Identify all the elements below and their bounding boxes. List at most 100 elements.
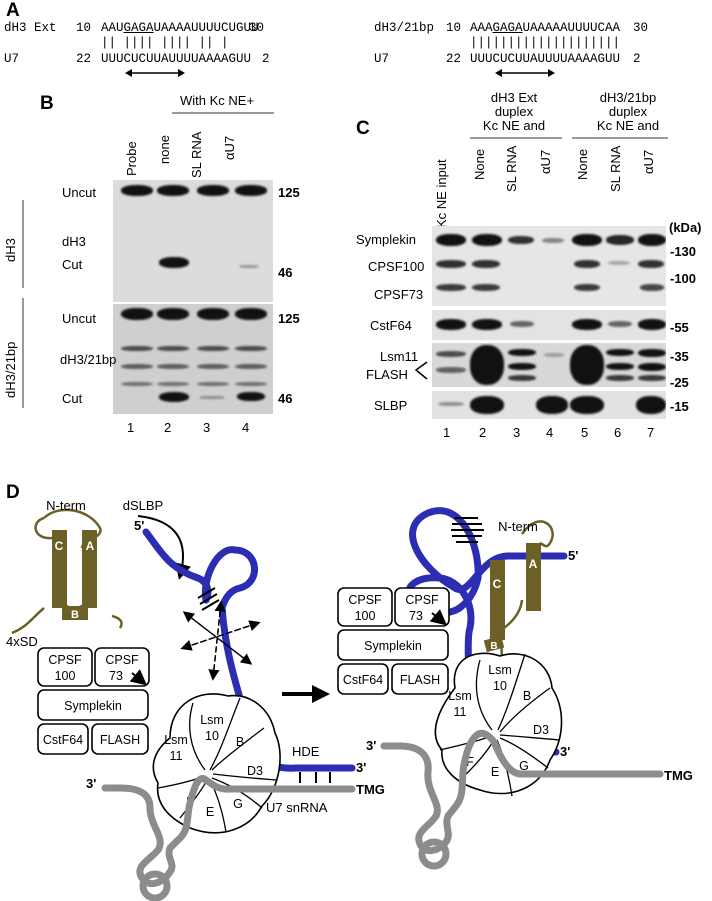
- protein-label: SLBP: [374, 398, 408, 413]
- seq-bottom: UUUCUCUUAUUUUAAAAGUU: [470, 52, 621, 66]
- kda-marker: -55: [670, 320, 689, 335]
- seq-start: 10: [446, 21, 462, 35]
- protein-label: CPSF73: [374, 287, 424, 302]
- kda-marker: -35: [670, 349, 689, 364]
- protein-label: CPSF100: [368, 259, 425, 274]
- protein-label: Lsm11: [380, 349, 419, 364]
- gel-header: With Kc NE+: [180, 93, 255, 108]
- group-rule: [572, 137, 668, 139]
- seq-end: 2: [633, 52, 641, 66]
- svg-text:D3: D3: [247, 764, 263, 778]
- group-rule: [470, 137, 562, 139]
- slbp-domain-b: [62, 606, 88, 620]
- domain-label: C: [55, 539, 64, 553]
- svg-text:CPSF: CPSF: [405, 593, 439, 607]
- gel-bottom: [113, 304, 273, 414]
- tmg-label: TMG: [356, 782, 385, 797]
- slbp-domain-a: [82, 530, 97, 608]
- base-pairs: || |||| |||| || |: [101, 36, 229, 50]
- lane-number: 2: [479, 425, 487, 440]
- u7-label: U7 snRNA: [266, 800, 328, 815]
- svg-text:E: E: [206, 805, 214, 819]
- lane-number: 1: [443, 425, 451, 440]
- panel-c-label: C: [356, 118, 370, 139]
- lane-number: 3: [203, 420, 211, 435]
- seq-start: 22: [446, 52, 462, 66]
- protein-label: FLASH: [366, 367, 408, 382]
- seq-start: 10: [76, 21, 92, 35]
- seq-top: AAAGAGAUAAAAAUUUUCAA: [470, 21, 621, 35]
- seq-top: AAUGAGAUAAAAUUUUCUGUU: [101, 21, 259, 35]
- seq-start: 22: [76, 52, 92, 66]
- protein-label: CstF64: [370, 318, 412, 333]
- lane-number: 7: [647, 425, 655, 440]
- cut-label: Cut: [62, 391, 83, 406]
- svg-text:FLASH: FLASH: [100, 733, 140, 747]
- svg-text:100: 100: [55, 669, 76, 683]
- panel-b-label: B: [40, 93, 54, 114]
- kda-marker: -100: [670, 271, 697, 286]
- hde-label: HDE: [292, 744, 320, 759]
- seq-end: 30: [249, 21, 265, 35]
- kda-marker: -25: [670, 375, 689, 390]
- svg-text:73: 73: [409, 609, 423, 623]
- lane-number: 1: [127, 420, 135, 435]
- seq-name: U7: [4, 52, 20, 66]
- bracket-icon: [414, 361, 428, 380]
- gel-top: [113, 180, 273, 302]
- side-label: dH3: [3, 238, 18, 262]
- lane-number: 6: [614, 425, 622, 440]
- double-arrow-icon: [125, 69, 185, 77]
- lane-label: Kc NE input: [434, 159, 449, 228]
- size-marker: 125: [278, 311, 300, 326]
- cut-label: Cut: [62, 257, 83, 272]
- uncut-label: Uncut: [62, 185, 96, 200]
- blot-strip: [432, 391, 666, 419]
- header-rule: [172, 112, 274, 114]
- svg-text:CPSF: CPSF: [348, 593, 382, 607]
- svg-text:Lsm: Lsm: [200, 713, 224, 727]
- lane-label: αU7: [641, 149, 656, 174]
- seq-name: dH3 Ext: [4, 21, 57, 35]
- lane-label: αU7: [222, 135, 237, 160]
- slbp-domain-c: [52, 530, 67, 608]
- domain-label: C: [493, 577, 502, 591]
- bracket-line: [22, 200, 24, 288]
- blot-strip: [432, 310, 666, 340]
- five-prime-label: 5': [568, 548, 578, 563]
- svg-text:Symplekin: Symplekin: [64, 699, 122, 713]
- svg-text:Lsm: Lsm: [448, 689, 472, 703]
- blot-strip: [432, 226, 666, 306]
- svg-text:73: 73: [109, 669, 123, 683]
- size-marker: 46: [278, 265, 293, 280]
- lane-label: SL RNA: [189, 131, 204, 178]
- dslbp-label: dSLBP: [123, 498, 163, 513]
- lane-label: SL RNA: [608, 145, 623, 192]
- lane-label: None: [575, 148, 590, 180]
- protein-label: Symplekin: [356, 232, 416, 247]
- lane-label: None: [472, 148, 487, 180]
- svg-text:10: 10: [205, 729, 219, 743]
- svg-text:11: 11: [454, 705, 467, 719]
- svg-text:G: G: [519, 759, 529, 773]
- domain-label: A: [529, 557, 538, 571]
- svg-text:E: E: [491, 765, 499, 779]
- lane-number: 3: [513, 425, 521, 440]
- svg-text:CPSF: CPSF: [48, 653, 82, 667]
- side-label: dH3/21bp: [3, 341, 18, 398]
- three-prime-label: 3': [366, 738, 376, 753]
- svg-text:10: 10: [493, 679, 507, 693]
- svg-text:F: F: [466, 755, 474, 769]
- lane-number: 5: [581, 425, 589, 440]
- size-marker: 46: [278, 391, 293, 406]
- nterm-label: N-term: [498, 519, 538, 534]
- svg-text:CPSF: CPSF: [105, 653, 139, 667]
- svg-text:CstF64: CstF64: [43, 733, 83, 747]
- svg-text:B: B: [236, 735, 244, 749]
- slbp-domain-b: [483, 635, 505, 653]
- svg-text:100: 100: [355, 609, 376, 623]
- domain-label: B: [71, 609, 79, 621]
- kda-label: (kDa): [669, 220, 702, 235]
